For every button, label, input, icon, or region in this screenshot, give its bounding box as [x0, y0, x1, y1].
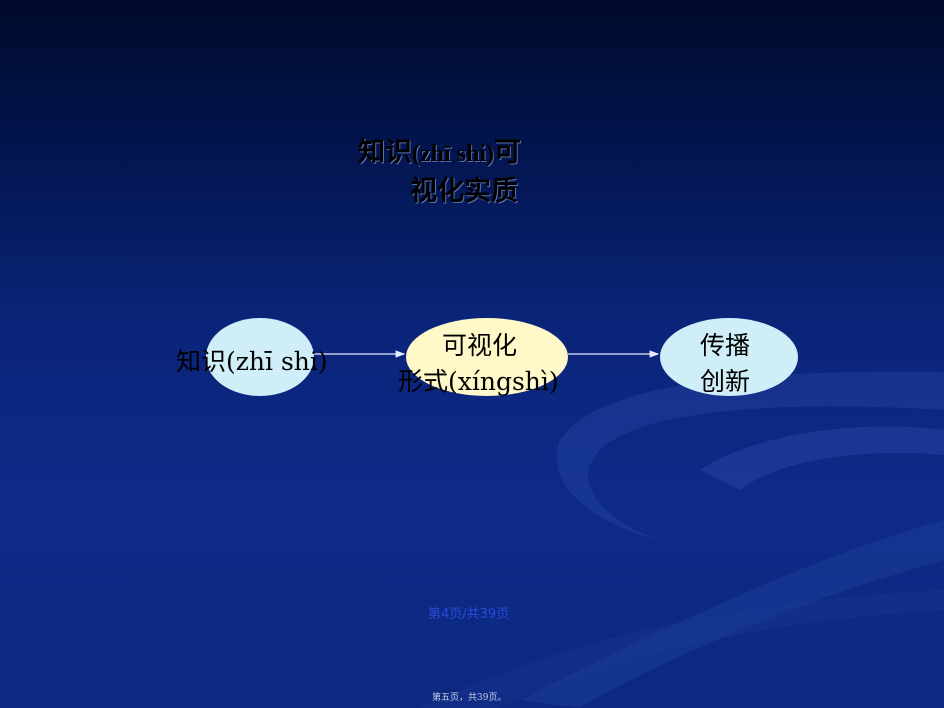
node-knowledge-label: 知识(zhī shi) [176, 347, 328, 376]
title-prefix: 知识 [358, 137, 412, 168]
title-pinyin: (zhī shi) [412, 141, 495, 167]
page-indicator: 第4页/共39页 [428, 607, 510, 622]
node-visualization-form-label-line2: 形式(xíngshì) [398, 367, 559, 396]
footer-note: 第五页，共39页。 [432, 693, 507, 703]
node-visualization-form-ellipse [406, 318, 568, 396]
node-spread-innovation-label-line1: 传播 [700, 331, 751, 360]
node-spread-innovation-label-line2: 创新 [700, 367, 751, 396]
slide-title: 知识(zhī shi)可 视化实质 [358, 134, 618, 211]
title-suffix: 可 [494, 137, 522, 168]
node-visualization-form-label-line1: 可视化 [442, 331, 518, 360]
title-line2: 视化实质 [410, 176, 518, 207]
node-spread-innovation-ellipse [660, 318, 798, 396]
node-knowledge-ellipse [206, 318, 314, 396]
